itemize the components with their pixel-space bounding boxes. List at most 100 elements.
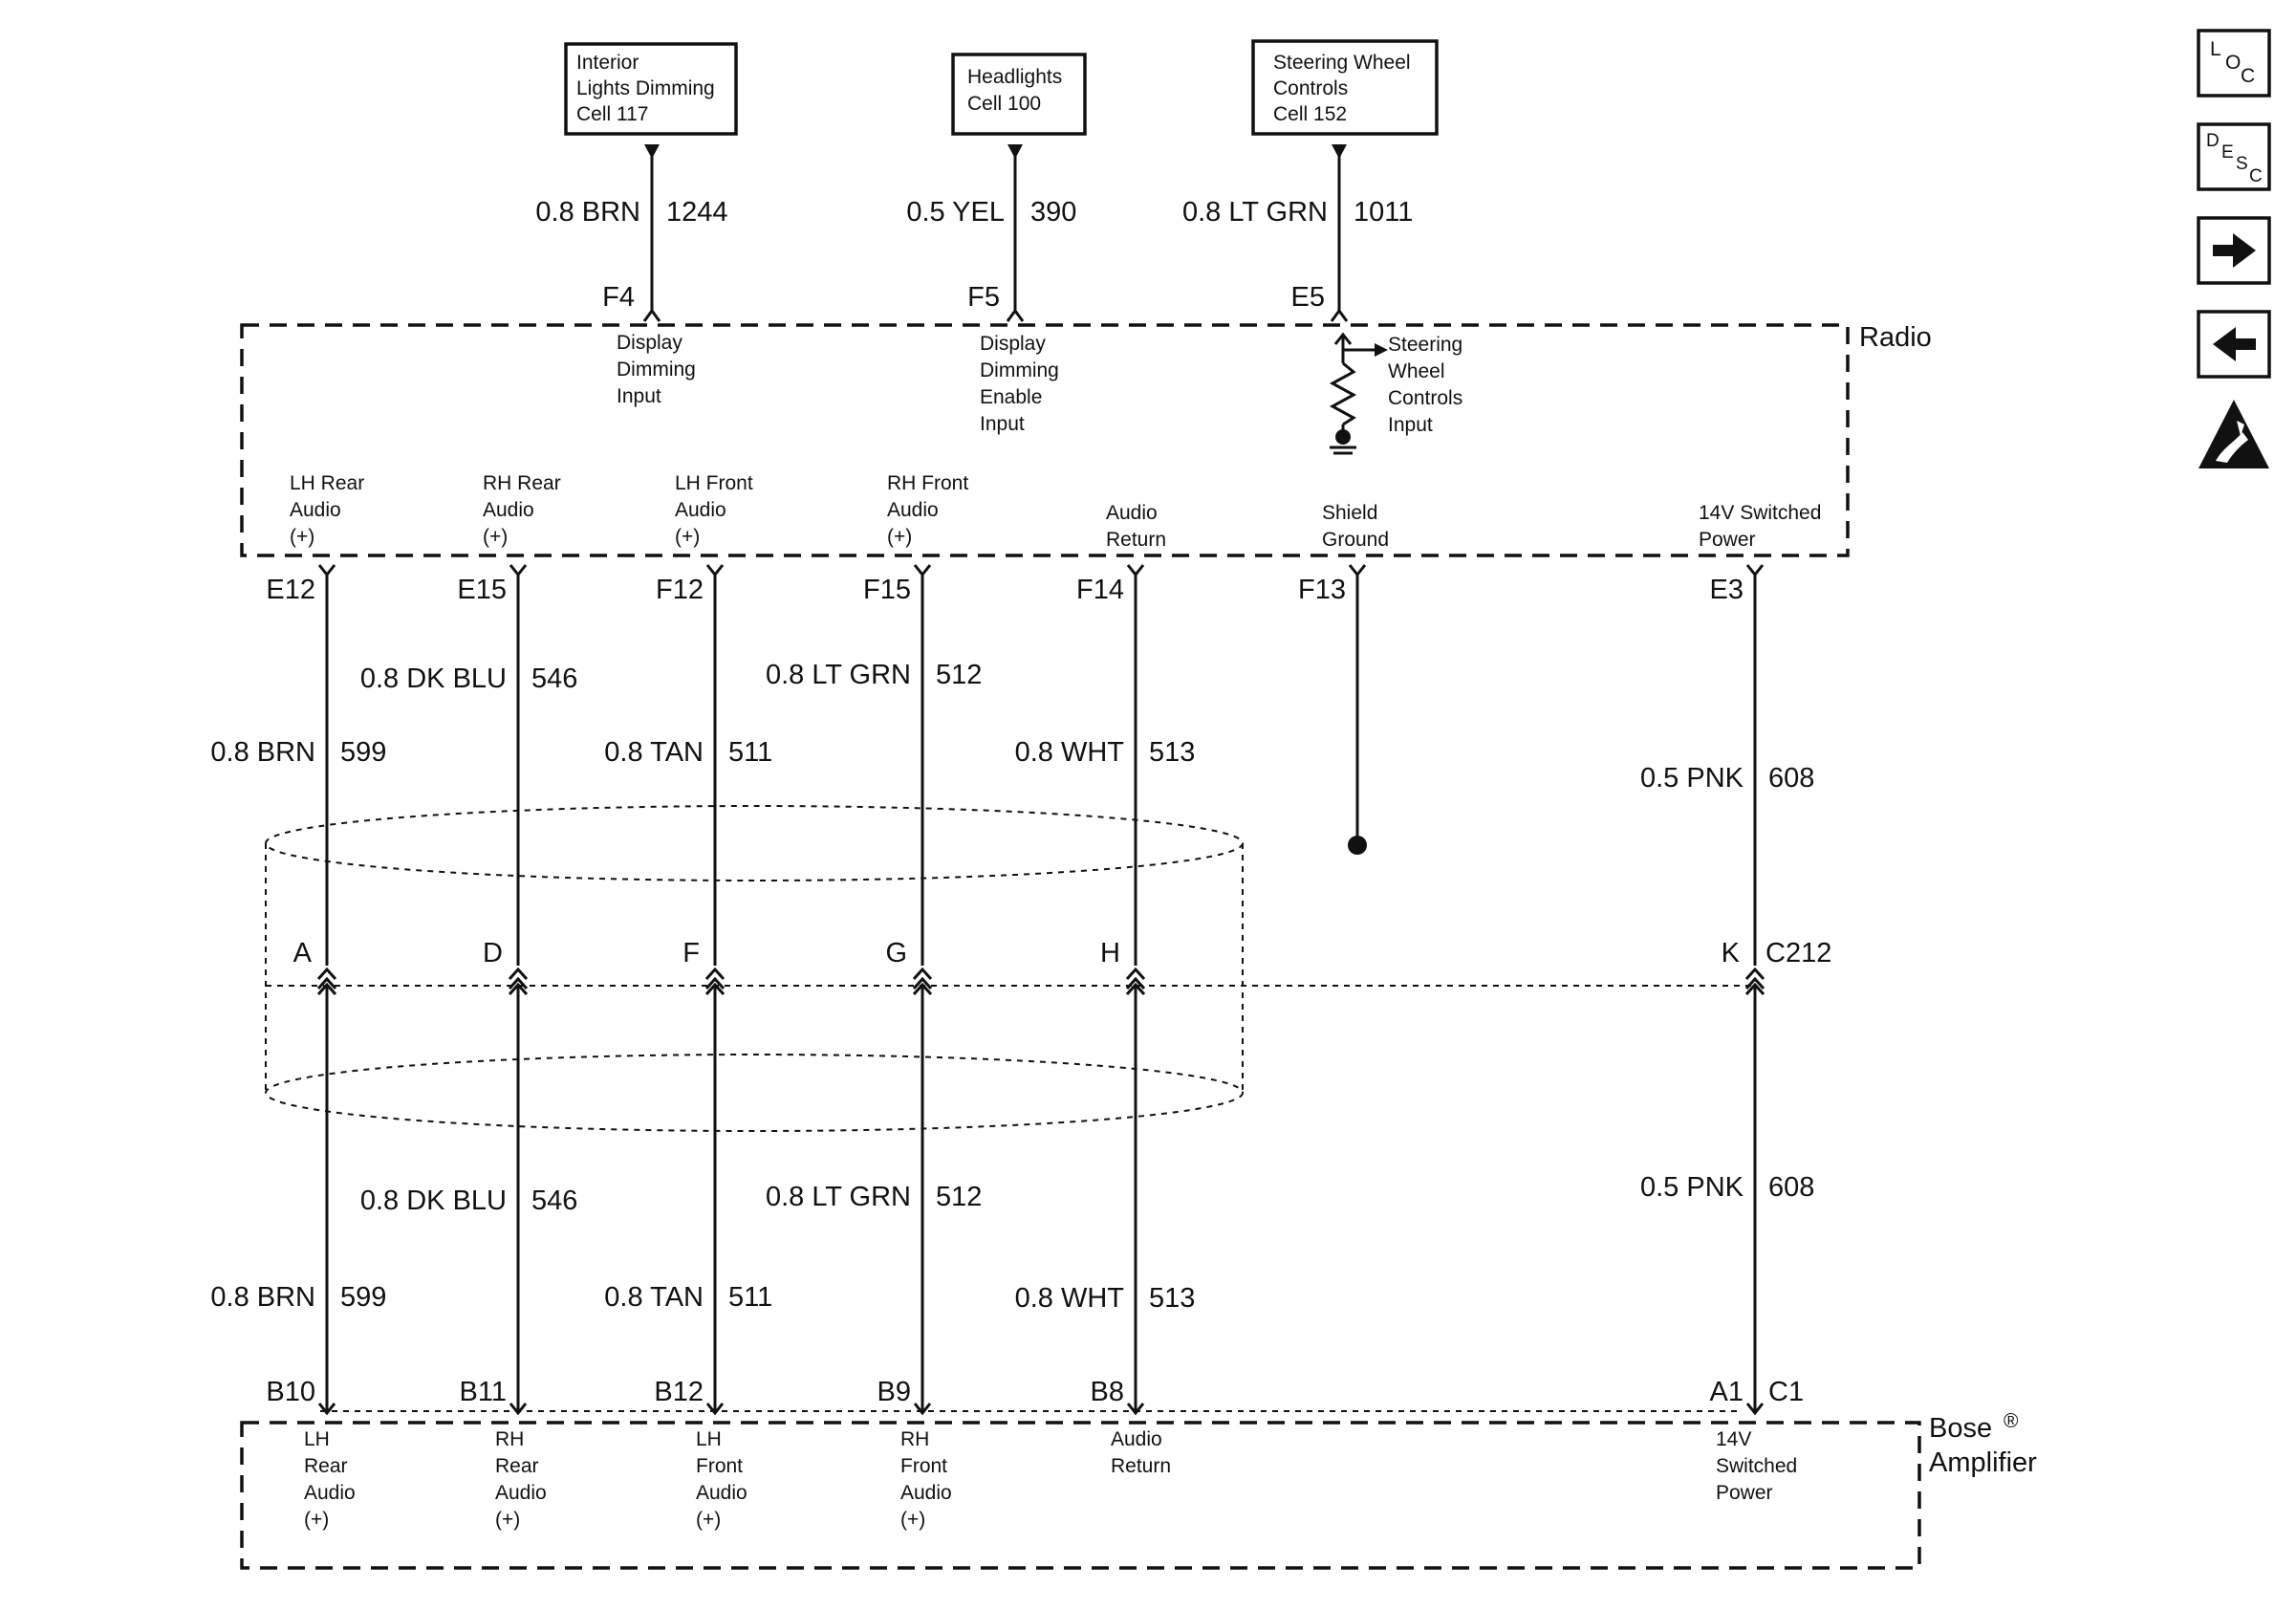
pin-function: Audio [887,499,939,521]
pin-function: Rear [304,1455,348,1477]
connector-terminal [1125,967,1146,981]
svg-text:E: E [2221,142,2234,163]
connector-terminal [316,976,337,990]
pin-function: Wheel [1388,360,1445,382]
pin-label: A1 [1710,1377,1744,1407]
previous-arrow-button[interactable] [2197,310,2271,379]
connector-terminal [508,967,529,981]
connector-terminal [912,976,933,990]
pin-function: 14V Switched [1699,502,1821,524]
circuit-number: 390 [1030,197,1076,228]
circuit-number: 608 [1768,1172,1814,1203]
connector-terminal [316,967,337,981]
pin-terminal [1330,308,1349,322]
pin-function: LH [696,1428,722,1450]
pin-function: 14V [1716,1428,1751,1450]
connector-pin-label: G [885,938,907,968]
circuit-number: 599 [340,737,386,768]
pin-label: F4 [602,282,635,313]
wire-color-label: 0.8 LT GRN [766,660,911,690]
circuit-number: 546 [531,1186,577,1216]
amplifier-pin-functions: LHRearAudio(+)RHRearAudio(+)LHFrontAudio… [304,1428,1797,1531]
pin-function: Audio [696,1482,747,1504]
pin-terminal [1745,564,1765,577]
pin-terminal [642,308,661,322]
pin-function: LH Front [675,472,753,494]
source-line: Interior [576,52,639,74]
source-line: Cell 100 [967,93,1041,115]
arrow-down-icon [1332,144,1347,159]
circuit-number: 1011 [1354,197,1413,228]
circuit-number: 608 [1768,763,1814,794]
amplifier-label: Bose [1929,1413,1992,1444]
radio-label: Radio [1859,322,1932,353]
pin-label: F15 [863,575,911,605]
arrow-left-icon [2213,327,2256,361]
arrow-down-icon [1007,144,1023,159]
pin-label: B12 [654,1377,704,1407]
wire-color-label: 0.8 TAN [604,1282,704,1313]
arrow-down-icon [644,144,660,159]
pin-terminal [509,564,528,577]
pin-label: B9 [877,1377,911,1407]
pin-terminal [705,564,725,577]
pin-function: Front [900,1455,947,1477]
esd-warning-icon [2199,400,2269,468]
pin-function: LH [304,1428,330,1450]
source-line: Cell 117 [576,103,649,125]
pin-function: Audio [675,499,726,521]
wire-color-label: 0.8 BRN [210,737,315,768]
connector-terminal [704,976,726,990]
wire-color-label: 0.5 YEL [906,197,1005,228]
pin-function: RH Rear [483,472,561,494]
pin-terminal [1126,564,1145,577]
wire-color-label: 0.5 PNK [1640,763,1744,794]
pin-function: Steering [1388,334,1462,356]
pin-label: E12 [266,575,315,605]
pin-function: Audio [290,499,341,521]
radio-module [240,323,1850,557]
svg-text:D: D [2206,131,2220,151]
svg-text:C: C [2241,65,2255,87]
wire-color-label: 0.5 PNK [1640,1172,1744,1203]
circuit-number: 546 [531,664,577,694]
pin-terminal [509,1403,528,1416]
pin-function: Dimming [980,359,1059,381]
wire-color-label: 0.8 DK BLU [360,664,507,694]
pin-terminal [1006,308,1025,322]
next-arrow-button[interactable] [2197,216,2271,285]
loc-button[interactable]: L O C [2197,29,2271,98]
pin-function: Dimming [617,359,696,381]
circuit-number: 511 [728,1282,772,1313]
source-headlights: Headlights Cell 100 [951,53,1087,136]
pin-terminal [1126,1403,1145,1416]
pin-label: F14 [1076,575,1124,605]
connector-pin-label: D [483,938,503,968]
circuit-number: 512 [936,660,982,690]
pin-label: E3 [1710,575,1744,605]
pin-function: Input [980,413,1025,435]
pin-function: RH [495,1428,524,1450]
source-line: Lights Dimming [576,77,715,99]
pin-function: Enable [980,386,1042,408]
bose-amplifier-module [240,1421,1921,1570]
source-steering-wheel-controls: Steering Wheel Controls Cell 152 [1251,39,1439,136]
desc-button[interactable]: D E S C [2197,122,2271,191]
pin-function: Display [980,333,1046,355]
svg-text:O: O [2225,52,2241,74]
svg-text:S: S [2236,154,2248,174]
pin-function: Rear [495,1455,539,1477]
connector-terminal [1744,967,1765,981]
pin-function: Audio [495,1482,547,1504]
pull-up-resistor-icon [1329,332,1388,455]
svg-text:L: L [2210,38,2221,60]
source-line: Controls [1273,77,1348,99]
shield-cylinder [265,805,1754,1132]
source-interior-lights: Interior Lights Dimming Cell 117 [564,42,738,136]
pin-function: LH Rear [290,472,364,494]
